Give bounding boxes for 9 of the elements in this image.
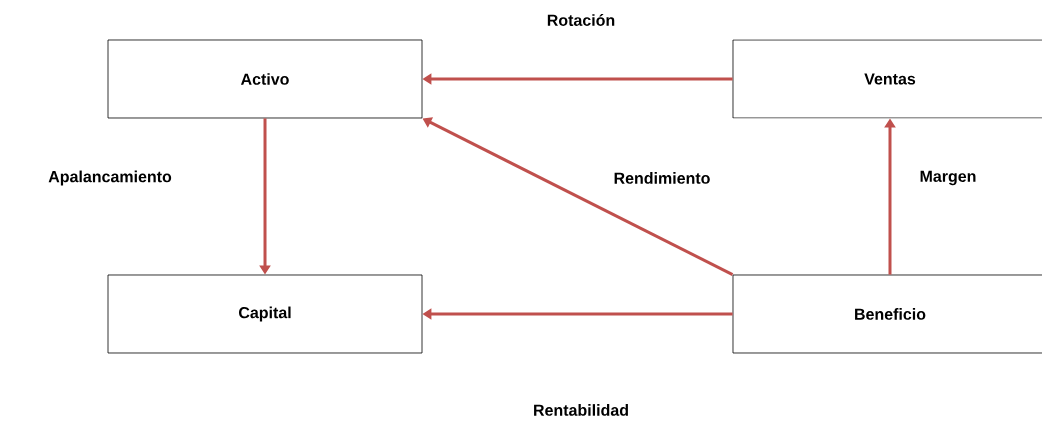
edge-label: Rotación (544, 12, 618, 28)
edge-label: Rendimiento (611, 170, 713, 186)
label: Apalancamiento (48, 170, 172, 186)
process-box: Capital (107, 274, 423, 354)
process-box: Beneficio (732, 274, 1042, 354)
process-box: Activo (107, 39, 423, 119)
process-box: Ventas (732, 39, 1042, 119)
label: Rentabilidad (534, 404, 628, 416)
edge-label: Margen (917, 168, 979, 188)
